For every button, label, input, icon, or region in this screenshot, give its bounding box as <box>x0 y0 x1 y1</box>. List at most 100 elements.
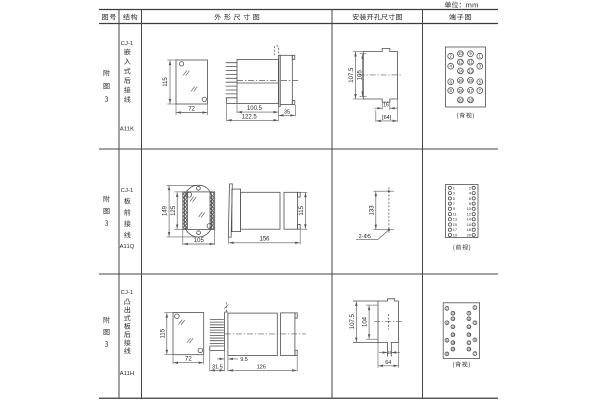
terminal-number: 12 <box>451 317 455 321</box>
glass-hatch <box>186 337 194 344</box>
terminal-circle <box>457 50 464 57</box>
terminal-circle <box>447 78 455 86</box>
terminal-number: 17 <box>468 88 473 93</box>
cjk-glyph <box>444 1 452 8</box>
terminal-circle <box>450 346 456 352</box>
terminal-circle <box>472 351 478 356</box>
terminal-circle <box>467 67 474 75</box>
cjk-glyph <box>124 67 131 75</box>
terminal-circle <box>472 337 478 343</box>
terminal-number: 8 <box>469 201 471 206</box>
terminal-circle <box>447 62 455 70</box>
terminal-number: 10 <box>458 51 463 56</box>
terminal-number: 14 <box>467 217 472 222</box>
row2-outline-side-view-shape <box>297 223 301 230</box>
strip-terminal-circle <box>183 214 188 219</box>
row1-terminal-view-label <box>457 112 474 119</box>
terminal-circle <box>467 87 474 94</box>
row2-outline-side-view-shape <box>227 183 233 238</box>
terminal-number: 7 <box>474 352 476 356</box>
figure-no-cells <box>103 69 110 347</box>
row1-outline-front-view-shape <box>175 59 208 105</box>
cjk-glyph <box>366 14 374 21</box>
cjk-glyph <box>388 13 395 21</box>
terminal-circle <box>447 185 452 190</box>
header-figure-no <box>102 13 116 21</box>
terminal-number: 15 <box>468 78 473 83</box>
cjk-glyph <box>103 207 110 215</box>
terminal-circle <box>444 337 450 343</box>
terminal-circle <box>466 316 472 322</box>
terminal-circle <box>471 232 476 237</box>
cjk-glyph <box>381 14 388 21</box>
row3-outline-front-view-shape <box>174 313 180 319</box>
dim-row1-case-depth: 100.5 <box>247 106 263 112</box>
terminal-number: 1 <box>453 185 455 190</box>
cjk-glyph <box>457 14 464 21</box>
terminal-circle <box>457 96 464 104</box>
terminal-number: 9 <box>469 51 472 56</box>
row1-model: CJ-1 <box>121 41 134 47</box>
terminal-circle <box>466 346 472 352</box>
row2-outline-side-view-shape <box>297 191 301 198</box>
row3-model: CJ-1 <box>121 290 134 296</box>
terminal-number: 6 <box>446 338 448 342</box>
terminal-circle <box>471 201 476 206</box>
terminal-circle <box>471 217 476 222</box>
dim-row3-front-height: 115 <box>160 328 166 338</box>
strip-terminal-circle <box>210 206 215 211</box>
terminal-circle <box>450 324 456 330</box>
terminal-circle <box>457 77 464 84</box>
terminal-circle <box>476 52 484 60</box>
terminal-circle <box>447 191 452 196</box>
cjk-glyph <box>124 209 131 216</box>
row1-outline-side-view-shape <box>236 59 279 104</box>
cjk-glyph <box>124 58 131 65</box>
dim-row1-rear-depth: 35 <box>284 110 290 116</box>
terminal-circle <box>476 62 484 70</box>
cjk-glyph <box>462 244 468 250</box>
dim-row3-opening-height: 107.5 <box>350 314 356 330</box>
dim-row2-hole-note: 2-Φ5 <box>359 234 371 240</box>
row2-install-view-shape <box>387 190 390 193</box>
terminal-circle <box>467 50 474 57</box>
cjk-glyph <box>124 298 131 305</box>
terminal-number: 7 <box>479 88 482 93</box>
terminal-circle <box>450 332 456 338</box>
terminal-circle <box>444 320 450 326</box>
cjk-glyph <box>124 220 131 227</box>
cjk-glyph <box>124 347 131 354</box>
terminal-number: 14 <box>451 325 455 329</box>
cjk-glyph <box>103 328 110 336</box>
terminal-circle <box>457 87 464 94</box>
strip-terminal-circle <box>183 218 188 222</box>
cjk-glyph <box>124 331 131 338</box>
row3-mounting <box>124 298 131 354</box>
row2-terminal-diagram-shape <box>445 184 479 238</box>
cjk-glyph <box>104 96 109 102</box>
terminal-number: 13 <box>468 68 473 73</box>
dim-row3-body-depth: 126 <box>257 365 266 371</box>
cjk-glyph <box>466 112 472 119</box>
terminal-number: 16 <box>458 78 463 83</box>
row3-install-view-shape <box>353 298 399 302</box>
glass-hatch <box>189 196 197 202</box>
strip-terminal-circle <box>210 203 215 207</box>
glass-hatch <box>198 212 205 218</box>
strip-terminal-circle <box>183 206 188 211</box>
row1-outline-side-view-shape <box>291 100 296 105</box>
table-grid <box>99 8 498 399</box>
dim-row3-opening-width: 64 <box>385 360 391 366</box>
dim-row2-plate-height: 149 <box>163 205 169 216</box>
row3-outline-side-view-shape <box>223 304 229 309</box>
terminal-circle <box>447 52 455 60</box>
row3-outline-side-view-shape <box>209 319 224 347</box>
dim-row1-inner-height: 105 <box>358 70 364 81</box>
row2-outline-front-view: 149 125 105 <box>163 184 216 246</box>
terminal-circle <box>471 222 476 227</box>
terminal-number: 10 <box>451 311 455 315</box>
